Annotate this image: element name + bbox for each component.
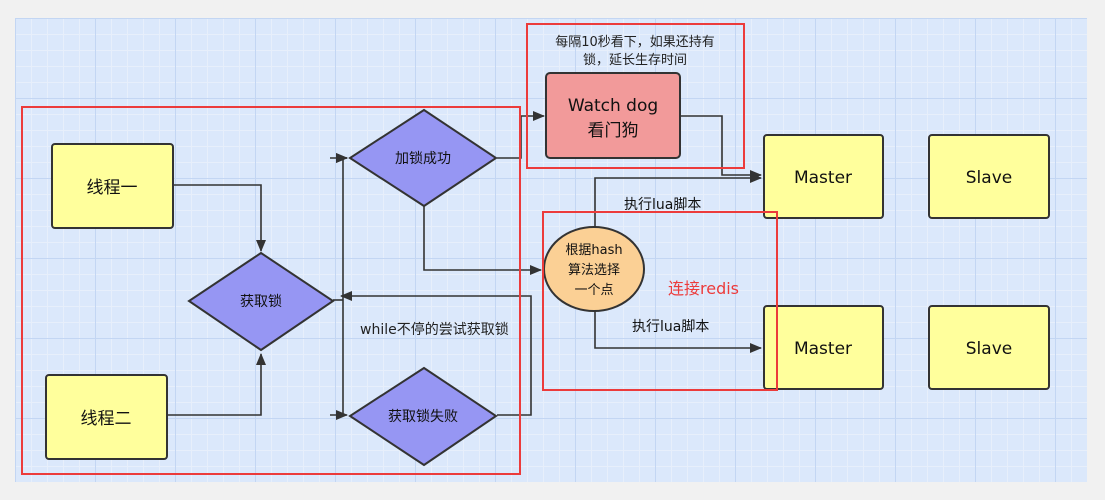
acquire-lock-label: 获取锁 bbox=[240, 294, 282, 310]
thread2-label: 线程二 bbox=[81, 409, 132, 429]
watchdog-note-line2: 锁，延长生存时间 bbox=[583, 52, 687, 68]
redis-connect-highlight bbox=[542, 211, 778, 391]
client-area-highlight bbox=[21, 106, 521, 475]
thread2-node: 线程二 bbox=[45, 374, 168, 460]
hash-select-node: 根据hash 算法选择 一个点 bbox=[543, 226, 645, 312]
hash-select-line3: 一个点 bbox=[574, 283, 613, 298]
edge-watchdog-master1 bbox=[681, 115, 762, 180]
lock-success-node: 加锁成功 bbox=[348, 108, 498, 208]
hash-select-line1: 根据hash bbox=[565, 243, 622, 258]
watchdog-node: Watch dog 看门狗 bbox=[545, 72, 681, 159]
master2-label: Master bbox=[794, 339, 852, 359]
slave2-node: Slave bbox=[928, 305, 1050, 390]
thread1-label: 线程一 bbox=[87, 178, 138, 198]
master1-label: Master bbox=[794, 168, 852, 188]
watchdog-note-line1: 每隔10秒看下，如果还持有 bbox=[555, 34, 715, 50]
master1-node: Master bbox=[763, 134, 884, 219]
highlight-boxes bbox=[21, 23, 778, 475]
watchdog-highlight bbox=[526, 23, 745, 169]
edge-thread2-acquire bbox=[167, 353, 266, 416]
connect-redis-label: 连接redis bbox=[668, 279, 739, 298]
edge-success-hash bbox=[423, 205, 542, 275]
lock-success-label: 加锁成功 bbox=[395, 151, 451, 167]
thread1-node: 线程一 bbox=[51, 143, 174, 229]
connectors bbox=[167, 111, 762, 420]
slave1-label: Slave bbox=[966, 168, 1012, 188]
watchdog-label-en: Watch dog bbox=[568, 96, 658, 116]
edge-thread1-acquire bbox=[173, 184, 266, 252]
acquire-lock-node: 获取锁 bbox=[187, 251, 335, 352]
exec-lua-bottom-label: 执行lua脚本 bbox=[632, 319, 709, 335]
edge-retry-loop bbox=[340, 291, 532, 416]
hash-select-line2: 算法选择 bbox=[568, 263, 620, 278]
lock-failed-label: 获取锁失败 bbox=[388, 409, 458, 425]
edge-hash-master2 bbox=[594, 311, 762, 353]
slave2-label: Slave bbox=[966, 339, 1012, 359]
slave1-node: Slave bbox=[928, 134, 1050, 219]
master2-node: Master bbox=[763, 305, 884, 390]
exec-lua-top-label: 执行lua脚本 bbox=[624, 197, 701, 213]
watchdog-label-zh: 看门狗 bbox=[588, 121, 639, 141]
retry-loop-label: while不停的尝试获取锁 bbox=[360, 321, 509, 338]
lock-failed-node: 获取锁失败 bbox=[348, 366, 498, 467]
